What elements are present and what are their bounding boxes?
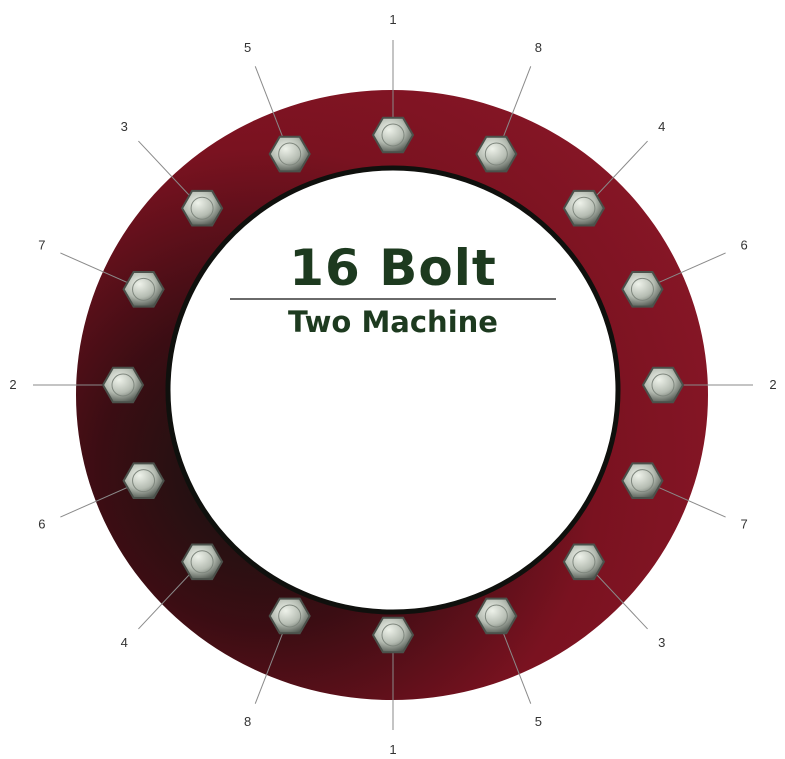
- bolt-head: [124, 272, 164, 307]
- bolt-sequence-label: 3: [121, 119, 128, 134]
- diagram-title: 16 Bolt: [230, 240, 556, 296]
- bolt-head: [124, 463, 164, 498]
- bolt-sequence-label: 7: [38, 237, 45, 252]
- bolt-head: [182, 191, 222, 226]
- bolt-sequence-label: 6: [740, 237, 747, 252]
- bolt-sequence-label: 6: [38, 517, 45, 532]
- bolt-head: [476, 599, 516, 634]
- bolt-head: [270, 137, 310, 172]
- bolt-head: [373, 618, 413, 653]
- flange-ring: [76, 90, 708, 700]
- bolt-sequence-label: 8: [244, 714, 251, 729]
- bolt-sequence-label: 2: [9, 377, 16, 392]
- bolt-head: [622, 463, 662, 498]
- bolt-head: [564, 191, 604, 226]
- bolt-head: [270, 599, 310, 634]
- bolt-sequence-label: 3: [658, 635, 665, 650]
- bolt-sequence-label: 5: [244, 40, 251, 55]
- bolt-sequence-label: 7: [740, 517, 747, 532]
- bolt-sequence-label: 1: [389, 742, 396, 754]
- diagram-subtitle: Two Machine: [230, 304, 556, 340]
- bolt-sequence-label: 2: [769, 377, 776, 392]
- bolt-sequence-label: 1: [389, 12, 396, 27]
- bolt-head: [103, 368, 143, 403]
- bolt-head: [622, 272, 662, 307]
- bolt-head: [182, 545, 222, 580]
- bolt-head: [373, 118, 413, 153]
- title-divider: [230, 298, 556, 300]
- bolt-sequence-label: 5: [535, 714, 542, 729]
- bolt-head: [476, 137, 516, 172]
- flange-inner-edge: [168, 168, 618, 612]
- bolt-sequence-label: 4: [658, 119, 665, 134]
- bolt-head: [643, 368, 683, 403]
- bolt-sequence-label: 8: [535, 40, 542, 55]
- bolt-head: [564, 545, 604, 580]
- bolts-layer: 1 8 4 6 2 7 3 5 1 8 4 6 2 7 3 5: [9, 12, 776, 754]
- bolt-sequence-label: 4: [121, 635, 128, 650]
